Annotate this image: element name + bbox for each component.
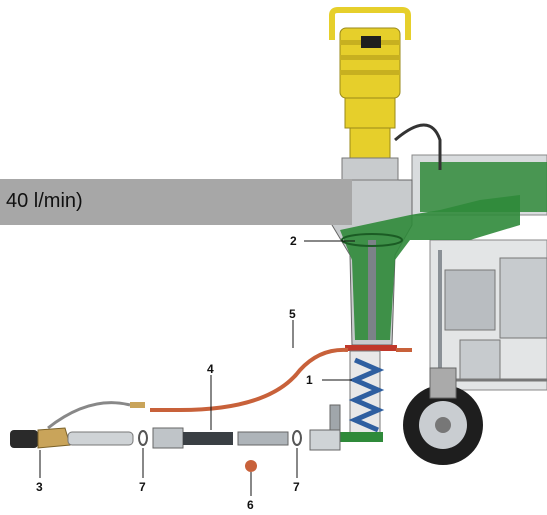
machine-frame (411, 154, 547, 391)
leader-lines (39, 240, 355, 496)
hopper-icon (331, 179, 520, 346)
callout-7-left: 7 (139, 480, 146, 494)
spray-gun-icon (10, 401, 145, 449)
callout-1: 1 (306, 373, 313, 387)
callout-2: 2 (290, 234, 297, 248)
callout-4: 4 (207, 362, 214, 376)
callout-6: 6 (247, 498, 254, 512)
motor-icon (329, 7, 442, 181)
pump-tube-icon (309, 345, 397, 451)
hose-icon (150, 347, 412, 412)
callout-7-right: 7 (293, 480, 300, 494)
o-ring-left (138, 430, 148, 446)
banner-text: 40 l/min) (6, 190, 83, 212)
o-ring-right (292, 430, 302, 446)
title-banner (0, 179, 352, 225)
callout-5: 5 (289, 307, 296, 321)
ball-icon (245, 460, 257, 472)
material-hose (152, 427, 289, 449)
callout-3: 3 (36, 480, 43, 494)
wheel-icon (403, 367, 483, 465)
